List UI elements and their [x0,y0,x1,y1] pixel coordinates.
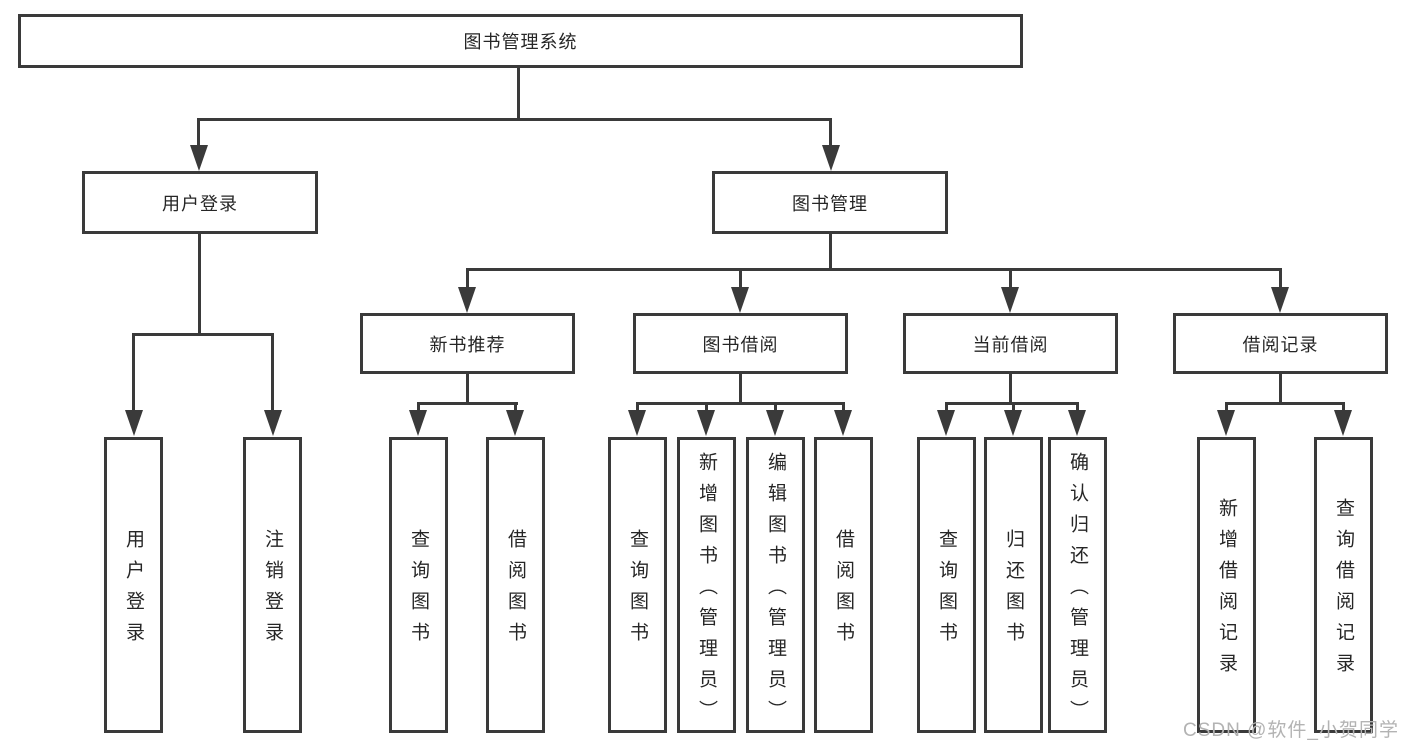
connector-drop [514,402,517,411]
connector-new-books-trunk [466,374,469,404]
node-book-mgmt: 图书管理 [712,171,948,234]
arrow-down-icon [190,145,208,171]
leaf-query-books-newrec-label: 查询图书 [408,529,429,653]
leaf-query-borrow-record: 查询借阅记录 [1314,437,1373,733]
leaf-user-login-label: 用户登录 [123,529,144,653]
leaf-confirm-return-admin: 确认归还（管理员） [1048,437,1107,733]
node-root-label: 图书管理系统 [463,32,578,52]
connector-root-branch [197,118,832,121]
node-user-login-label: 用户登录 [162,193,238,214]
leaf-return-books: 归还图书 [984,437,1043,733]
connector-drop [945,402,948,411]
arrow-down-icon [937,410,955,436]
arrow-down-icon [409,410,427,436]
arrow-down-icon [834,410,852,436]
node-book-mgmt-label: 图书管理 [792,193,868,214]
arrow-down-icon [731,287,749,313]
arrow-down-icon [1004,410,1022,436]
connector-new-books-branch [417,402,518,405]
leaf-user-login: 用户登录 [104,437,163,733]
node-current-borrowing-label: 当前借阅 [972,334,1049,355]
leaf-add-books-admin-label: 新增图书（管理员） [696,451,717,731]
leaf-borrow-books-borrow: 借阅图书 [814,437,873,733]
connector-drop-leaf-logout [271,333,274,411]
connector-drop [1342,402,1345,411]
connector-user-login-branch [132,333,274,336]
connector-book-mgmt-trunk [829,234,832,271]
arrow-down-icon [264,410,282,436]
arrow-down-icon [1271,287,1289,313]
leaf-add-borrow-record: 新增借阅记录 [1197,437,1256,733]
csdn-watermark: CSDN @软件_小贺同学 [1183,720,1399,741]
connector-drop-borrow-records [1279,268,1282,289]
leaf-logout-login-label: 注销登录 [262,529,283,653]
arrow-down-icon [1001,287,1019,313]
connector-drop-current-borrow [1009,268,1012,289]
arrow-down-icon [697,410,715,436]
node-book-borrowing-label: 图书借阅 [702,334,779,355]
connector-drop [842,402,845,411]
leaf-query-books-borrow-label: 查询图书 [627,529,648,653]
arrow-down-icon [766,410,784,436]
arrow-down-icon [506,410,524,436]
arrow-down-icon [458,287,476,313]
arrow-down-icon [1068,410,1086,436]
node-new-book-recommend-label: 新书推荐 [429,334,506,355]
leaf-query-books-current: 查询图书 [917,437,976,733]
leaf-borrow-books-borrow-label: 借阅图书 [833,529,854,653]
leaf-confirm-return-admin-label: 确认归还（管理员） [1067,451,1088,731]
leaf-edit-books-admin: 编辑图书（管理员） [746,437,805,733]
arrow-down-icon [1217,410,1235,436]
node-new-book-recommend: 新书推荐 [360,313,575,374]
leaf-borrow-books-newrec: 借阅图书 [486,437,545,733]
leaf-add-books-admin: 新增图书（管理员） [677,437,736,733]
leaf-query-books-current-label: 查询图书 [936,529,957,653]
connector-drop [1076,402,1079,411]
leaf-query-books-borrow: 查询图书 [608,437,667,733]
connector-drop [705,402,708,411]
connector-drop [1225,402,1228,411]
connector-borrow-records-branch [1225,402,1345,405]
connector-drop-book-mgmt [829,118,832,146]
connector-current-borrow-trunk [1009,374,1012,404]
connector-drop-book-borrow [739,268,742,289]
connector-drop-new-books [466,268,469,289]
connector-drop [774,402,777,411]
connector-borrow-records-trunk [1279,374,1282,404]
arrow-down-icon [125,410,143,436]
connector-drop [417,402,420,411]
connector-drop [636,402,639,411]
connector-book-borrow-trunk [739,374,742,404]
node-borrowing-records: 借阅记录 [1173,313,1388,374]
node-current-borrowing: 当前借阅 [903,313,1118,374]
arrow-down-icon [628,410,646,436]
leaf-edit-books-admin-label: 编辑图书（管理员） [765,451,786,731]
connector-drop-user-login [197,118,200,146]
node-root: 图书管理系统 [18,14,1023,68]
leaf-return-books-label: 归还图书 [1003,529,1024,653]
node-borrowing-records-label: 借阅记录 [1242,334,1319,355]
leaf-query-borrow-record-label: 查询借阅记录 [1333,498,1354,684]
connector-drop [1012,402,1015,411]
leaf-add-borrow-record-label: 新增借阅记录 [1216,498,1237,684]
leaf-query-books-newrec: 查询图书 [389,437,448,733]
arrow-down-icon [1334,410,1352,436]
connector-book-mgmt-branch [466,268,1282,271]
node-book-borrowing: 图书借阅 [633,313,848,374]
leaf-logout-login: 注销登录 [243,437,302,733]
connector-root-trunk [517,68,520,120]
node-user-login: 用户登录 [82,171,318,234]
leaf-borrow-books-newrec-label: 借阅图书 [505,529,526,653]
arrow-down-icon [822,145,840,171]
connector-book-borrow-branch [636,402,845,405]
connector-user-login-trunk [198,234,201,335]
connector-drop-leaf-user-login [132,333,135,411]
